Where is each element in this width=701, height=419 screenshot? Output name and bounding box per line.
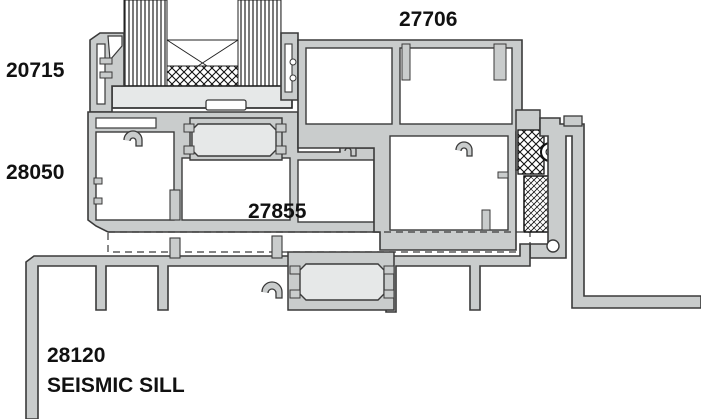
sill-adaptor-27855 [107,231,531,253]
setting-block [111,85,293,109]
glass-sealant [166,65,239,87]
label-sill-code: 28120 [47,344,106,367]
sill-upstand [529,115,701,309]
glass-unit [111,0,293,109]
label-glazing-bead-20715: 20715 [6,59,65,82]
glass-pane-right [237,0,282,87]
label-sash-28050: 28050 [6,161,65,184]
label-adaptor-27855: 27855 [248,200,307,223]
frame-27706 [297,39,529,251]
label-frame-27706: 27706 [399,8,458,31]
sill-thermal-break [261,251,395,311]
glazing-bead-20715 [89,32,125,113]
label-sill-name: SEISMIC SILL [47,374,185,397]
sash-28050 [87,111,381,233]
glass-pane-left [123,0,168,87]
inner-glazing-gasket [280,32,299,101]
sash-thermal-break [183,99,287,161]
